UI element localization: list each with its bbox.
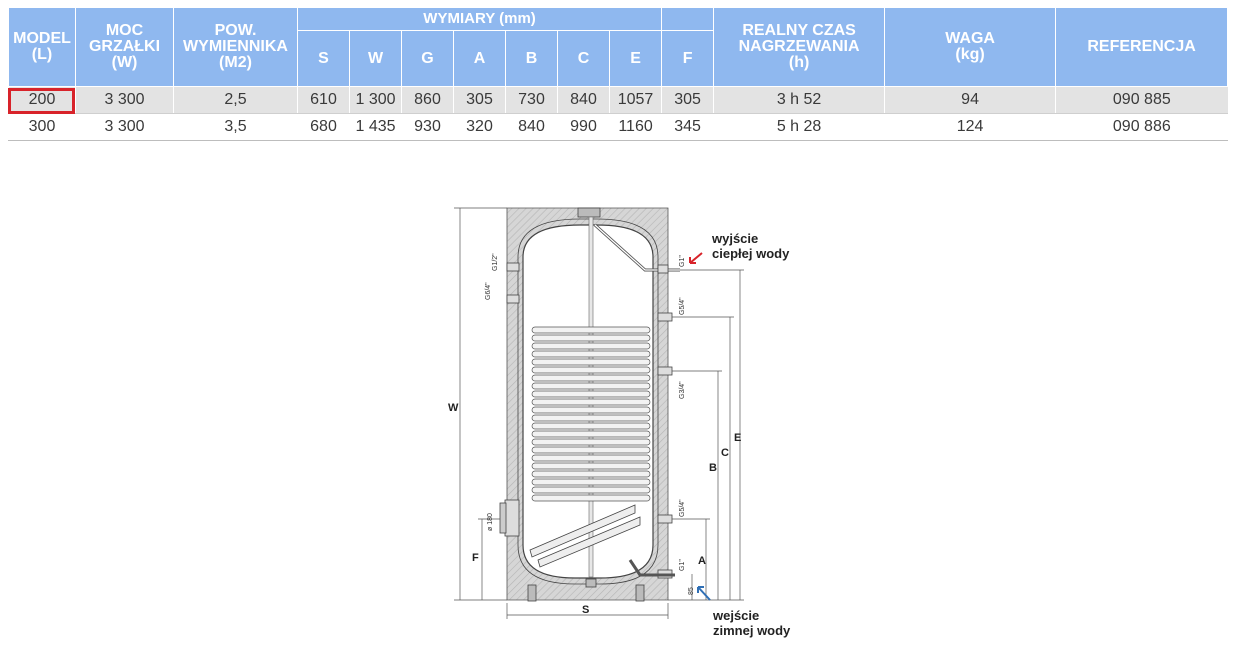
- coil-loop: [531, 478, 651, 486]
- coil-loop: [531, 414, 651, 422]
- fitting-label-85: 85: [688, 587, 695, 595]
- cold-water-arrow: [697, 586, 711, 601]
- coil-loop: [531, 430, 651, 438]
- cell-power: 3 300: [75, 113, 174, 141]
- cell-dim-b: 730: [505, 86, 558, 114]
- cell-dim-w: 1 300: [349, 86, 402, 114]
- cell-dim-c: 990: [557, 113, 610, 141]
- coil-loop: [531, 454, 651, 462]
- header-reference: REFERENCJA: [1055, 7, 1229, 87]
- header-dim-a: A: [453, 30, 506, 87]
- cell-dim-c: 840: [557, 86, 610, 114]
- hot-water-outlet-label: wyjście ciepłej wody: [712, 231, 790, 261]
- cell-exchanger: 3,5: [173, 113, 298, 141]
- cell-exchanger: 2,5: [173, 86, 298, 114]
- header-model: MODEL(L): [8, 7, 76, 87]
- header-dim-w: W: [349, 30, 402, 87]
- coil-loop: [531, 446, 651, 454]
- cell-weight: 124: [884, 113, 1056, 141]
- coil-loop: [531, 462, 651, 470]
- tank-diagram: G1" G1/2" G6/4" G5/4" G3/4" G5/4" G1" ø …: [454, 207, 744, 619]
- cell-model: 300: [8, 113, 76, 141]
- coil-loop: [531, 486, 651, 494]
- fitting-label-g6-4: G6/4": [485, 282, 492, 300]
- heat-exchanger-coil: [531, 326, 651, 502]
- dim-label-e: E: [734, 432, 742, 444]
- cell-dim-s: 680: [297, 113, 350, 141]
- header-f-spacer: [661, 6, 715, 32]
- coil-loop: [531, 366, 651, 374]
- coil-loop: [531, 342, 651, 350]
- cell-dim-b: 840: [505, 113, 558, 141]
- fitting-label-phi180: ø 180: [487, 513, 494, 531]
- hot-water-arrow: [689, 252, 703, 264]
- header-dim-f: F: [661, 30, 715, 87]
- cell-reference: 090 886: [1055, 113, 1228, 141]
- cell-weight: 94: [884, 86, 1056, 114]
- fitting-label-g1-bottom: G1": [679, 559, 686, 571]
- cell-f: 345: [661, 113, 714, 141]
- header-dimensions-group: WYMIARY (mm): [296, 6, 663, 32]
- cell-dim-a: 305: [453, 86, 506, 114]
- cell-dim-w: 1 435: [349, 113, 402, 141]
- header-dim-c: C: [557, 30, 610, 87]
- coil-loop: [531, 350, 651, 358]
- fitting-label-g5-4-bottom: G5/4": [679, 499, 686, 517]
- dim-label-f: F: [472, 552, 479, 564]
- cell-heat-time: 5 h 28: [713, 113, 885, 141]
- coil-loop: [531, 334, 651, 342]
- coil-loop: [531, 406, 651, 414]
- coil-loop: [531, 374, 651, 382]
- dim-label-s: S: [582, 604, 590, 616]
- coil-loop: [531, 390, 651, 398]
- cell-power: 3 300: [75, 86, 174, 114]
- cell-dim-a: 320: [453, 113, 506, 141]
- coil-loop: [531, 382, 651, 390]
- cold-water-inlet-label: wejście zimnej wody: [713, 608, 791, 638]
- cell-reference: 090 885: [1055, 86, 1228, 114]
- cell-f: 305: [661, 86, 714, 114]
- coil-loop: [531, 398, 651, 406]
- cell-dim-e: 1057: [608, 86, 662, 114]
- dim-label-b: B: [709, 462, 717, 474]
- header-dim-g: G: [401, 30, 454, 87]
- header-dim-b: B: [505, 30, 558, 87]
- dim-label-c: C: [721, 447, 729, 459]
- header-dim-s: S: [297, 30, 350, 87]
- header-weight: WAGA(kg): [884, 7, 1057, 87]
- header-dim-e: E: [608, 30, 663, 87]
- cell-heat-time: 3 h 52: [713, 86, 885, 114]
- header-exchanger: POW.WYMIENNIKA(M2): [173, 7, 298, 87]
- coil-loop: [531, 438, 651, 446]
- fitting-label-g3-4: G3/4": [679, 381, 686, 399]
- fitting-label-g1-2: G1/2": [492, 253, 499, 271]
- fitting-label-g5-4-top: G5/4": [679, 297, 686, 315]
- coil-loop: [531, 494, 651, 502]
- cell-model: 200: [8, 86, 76, 114]
- cell-dim-e: 1160: [608, 113, 662, 141]
- coil-loop: [531, 358, 651, 366]
- selected-model-highlight: [8, 88, 75, 114]
- cell-dim-g: 930: [401, 113, 454, 141]
- coil-loop: [531, 470, 651, 478]
- table-row: 300 3 300 3,5 680 1 435 930 320 840 990 …: [8, 113, 1228, 141]
- coil-loop: [531, 422, 651, 430]
- coil-loop: [531, 326, 651, 334]
- cell-dim-g: 860: [401, 86, 454, 114]
- dim-label-w: W: [448, 402, 459, 414]
- table-row: 200 3 300 2,5 610 1 300 860 305 730 840 …: [8, 86, 1228, 114]
- fitting-label-g1-top: G1": [679, 255, 686, 267]
- cell-dim-s: 610: [297, 86, 350, 114]
- dim-label-a: A: [698, 555, 706, 567]
